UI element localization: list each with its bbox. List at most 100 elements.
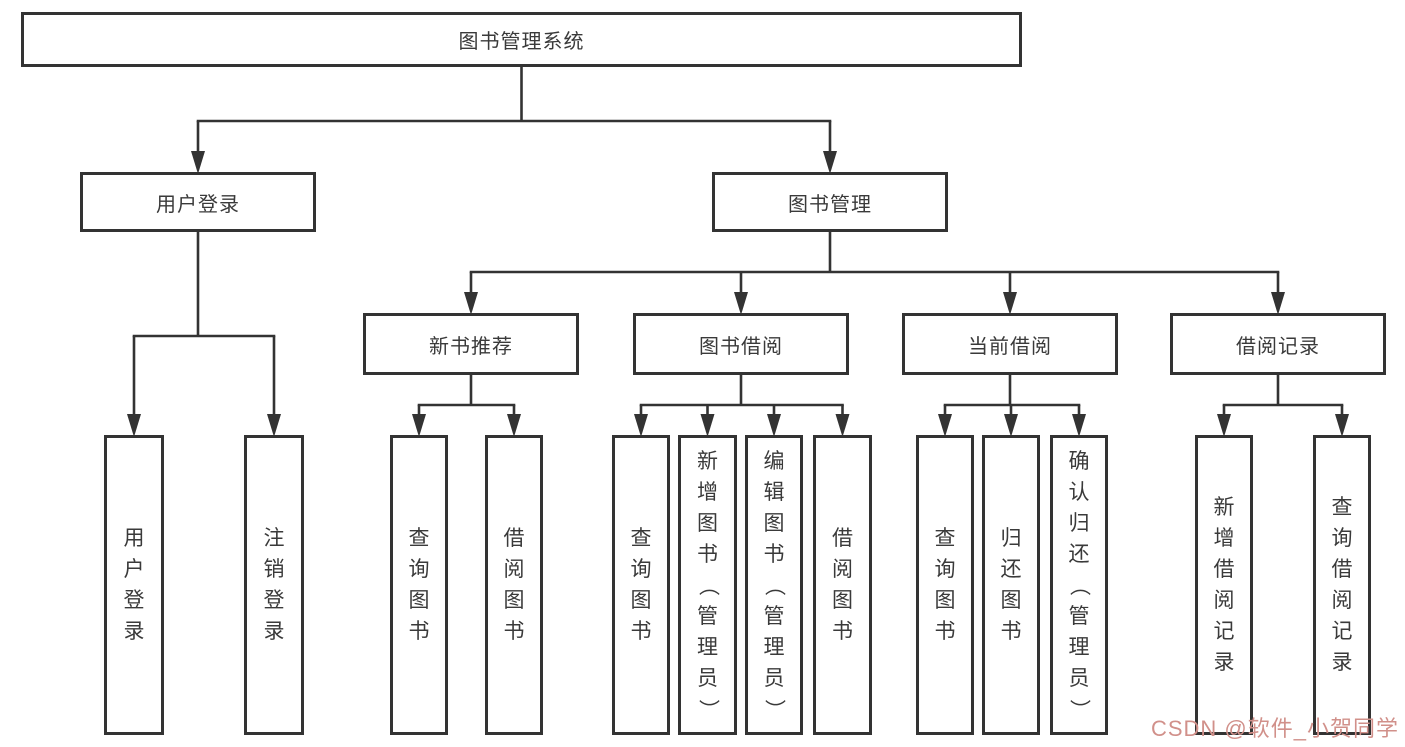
label-char: 员 — [697, 666, 718, 690]
label-char: 认 — [1068, 480, 1090, 504]
label-char: 管 — [697, 604, 718, 628]
arrowhead-down-icon — [1335, 414, 1349, 437]
node-label: 归还图书 — [999, 523, 1023, 647]
label-char: 阅 — [503, 558, 525, 581]
label-char: 登 — [263, 589, 285, 612]
node-label: 编辑图书（管理员） — [762, 446, 786, 725]
label-char: （ — [1067, 574, 1091, 596]
label-char: 阅 — [832, 558, 853, 581]
arrowhead-down-icon — [1004, 414, 1018, 437]
label-char: 户 — [123, 558, 145, 581]
node-label: 图书管理系统 — [458, 31, 585, 53]
label-char: 图 — [832, 589, 853, 612]
node-label: 新书推荐 — [429, 335, 513, 358]
label-char: 辑 — [763, 480, 785, 504]
label-char: 书 — [503, 620, 525, 643]
node-records: 借阅记录 — [1170, 313, 1386, 375]
label-char: 查 — [408, 527, 430, 550]
node-label: 图书管理 — [788, 193, 872, 216]
node-label: 确认归还（管理员） — [1067, 446, 1091, 725]
label-char: 记 — [1331, 620, 1353, 643]
arrowhead-down-icon — [1072, 414, 1086, 437]
arrowhead-down-icon — [700, 414, 715, 437]
label-char: 员 — [1068, 666, 1090, 690]
node-leaf-bb-edit: 编辑图书（管理员） — [745, 435, 803, 735]
label-char: 图 — [408, 589, 430, 612]
arrowhead-down-icon — [823, 151, 837, 174]
arrowhead-down-icon — [835, 414, 850, 437]
node-leaf-nb-borrow: 借阅图书 — [485, 435, 543, 735]
label-char: 理 — [697, 635, 718, 659]
node-label: 图书借阅 — [699, 335, 783, 358]
node-newbook: 新书推荐 — [363, 313, 579, 375]
node-label: 注销登录 — [262, 523, 286, 647]
node-label: 借阅图书 — [502, 523, 526, 647]
node-leaf-br-add: 新增借阅记录 — [1195, 435, 1253, 735]
arrowhead-down-icon — [767, 414, 781, 437]
node-label: 借阅记录 — [1236, 335, 1320, 358]
label-char: 图 — [630, 589, 652, 612]
label-char: 询 — [630, 558, 652, 581]
label-char: ） — [696, 698, 719, 720]
label-char: 新 — [1213, 496, 1235, 519]
label-char: （ — [762, 574, 786, 596]
node-leaf-nb-query: 查询图书 — [390, 435, 448, 735]
label-char: 图 — [763, 511, 785, 535]
label-char: 录 — [123, 620, 145, 643]
node-label: 借阅图书 — [831, 523, 855, 647]
node-leaf-cb-confirm: 确认归还（管理员） — [1050, 435, 1108, 735]
label-char: 管 — [1068, 604, 1090, 628]
label-char: 书 — [763, 542, 785, 566]
label-char: 图 — [1000, 589, 1022, 612]
node-label: 查询图书 — [933, 523, 957, 647]
node-leaf-cb-return: 归还图书 — [982, 435, 1040, 735]
node-leaf-user-login: 用户登录 — [104, 435, 164, 735]
label-char: （ — [696, 574, 719, 596]
node-label: 新增图书（管理员） — [696, 446, 720, 725]
label-char: 书 — [697, 542, 718, 566]
label-char: 图 — [697, 511, 718, 535]
label-char: 录 — [1331, 651, 1353, 674]
node-label: 当前借阅 — [968, 335, 1052, 358]
label-char: 归 — [1000, 527, 1022, 550]
node-leaf-br-query: 查询借阅记录 — [1313, 435, 1371, 735]
arrowhead-down-icon — [938, 414, 952, 437]
label-char: 借 — [832, 527, 853, 550]
node-leaf-bb-borrow: 借阅图书 — [813, 435, 872, 735]
label-char: 录 — [263, 620, 285, 643]
label-char: 书 — [1000, 620, 1022, 643]
label-char: ） — [762, 698, 786, 720]
label-char: 阅 — [1331, 589, 1353, 612]
node-label: 查询借阅记录 — [1330, 492, 1354, 678]
arrowhead-down-icon — [1217, 414, 1231, 437]
label-char: 注 — [263, 527, 285, 550]
label-char: 书 — [934, 620, 956, 643]
label-char: 增 — [1213, 527, 1235, 550]
arrowhead-down-icon — [191, 151, 205, 174]
label-char: 增 — [697, 480, 718, 504]
node-borrow: 图书借阅 — [633, 313, 849, 375]
label-char: 还 — [1000, 558, 1022, 581]
label-char: 理 — [763, 635, 785, 659]
label-char: 还 — [1068, 542, 1090, 566]
arrowhead-down-icon — [1003, 292, 1017, 315]
arrowhead-down-icon — [412, 414, 426, 437]
label-char: 查 — [934, 527, 956, 550]
node-leaf-bb-add: 新增图书（管理员） — [678, 435, 737, 735]
node-leaf-logout: 注销登录 — [244, 435, 304, 735]
label-char: 归 — [1068, 511, 1090, 535]
node-label: 查询图书 — [407, 523, 431, 647]
node-root: 图书管理系统 — [21, 12, 1022, 67]
label-char: 借 — [1213, 558, 1235, 581]
watermark-text: CSDN @软件_小贺同学 — [1150, 716, 1399, 741]
node-leaf-bb-query: 查询图书 — [612, 435, 670, 735]
label-char: 借 — [1331, 558, 1353, 581]
label-char: 理 — [1068, 635, 1090, 659]
node-leaf-cb-query: 查询图书 — [916, 435, 974, 735]
arrowhead-down-icon — [507, 414, 521, 437]
label-char: 录 — [1213, 651, 1235, 674]
arrowhead-down-icon — [267, 414, 281, 437]
node-label: 查询图书 — [629, 523, 653, 647]
label-char: ） — [1067, 698, 1091, 720]
